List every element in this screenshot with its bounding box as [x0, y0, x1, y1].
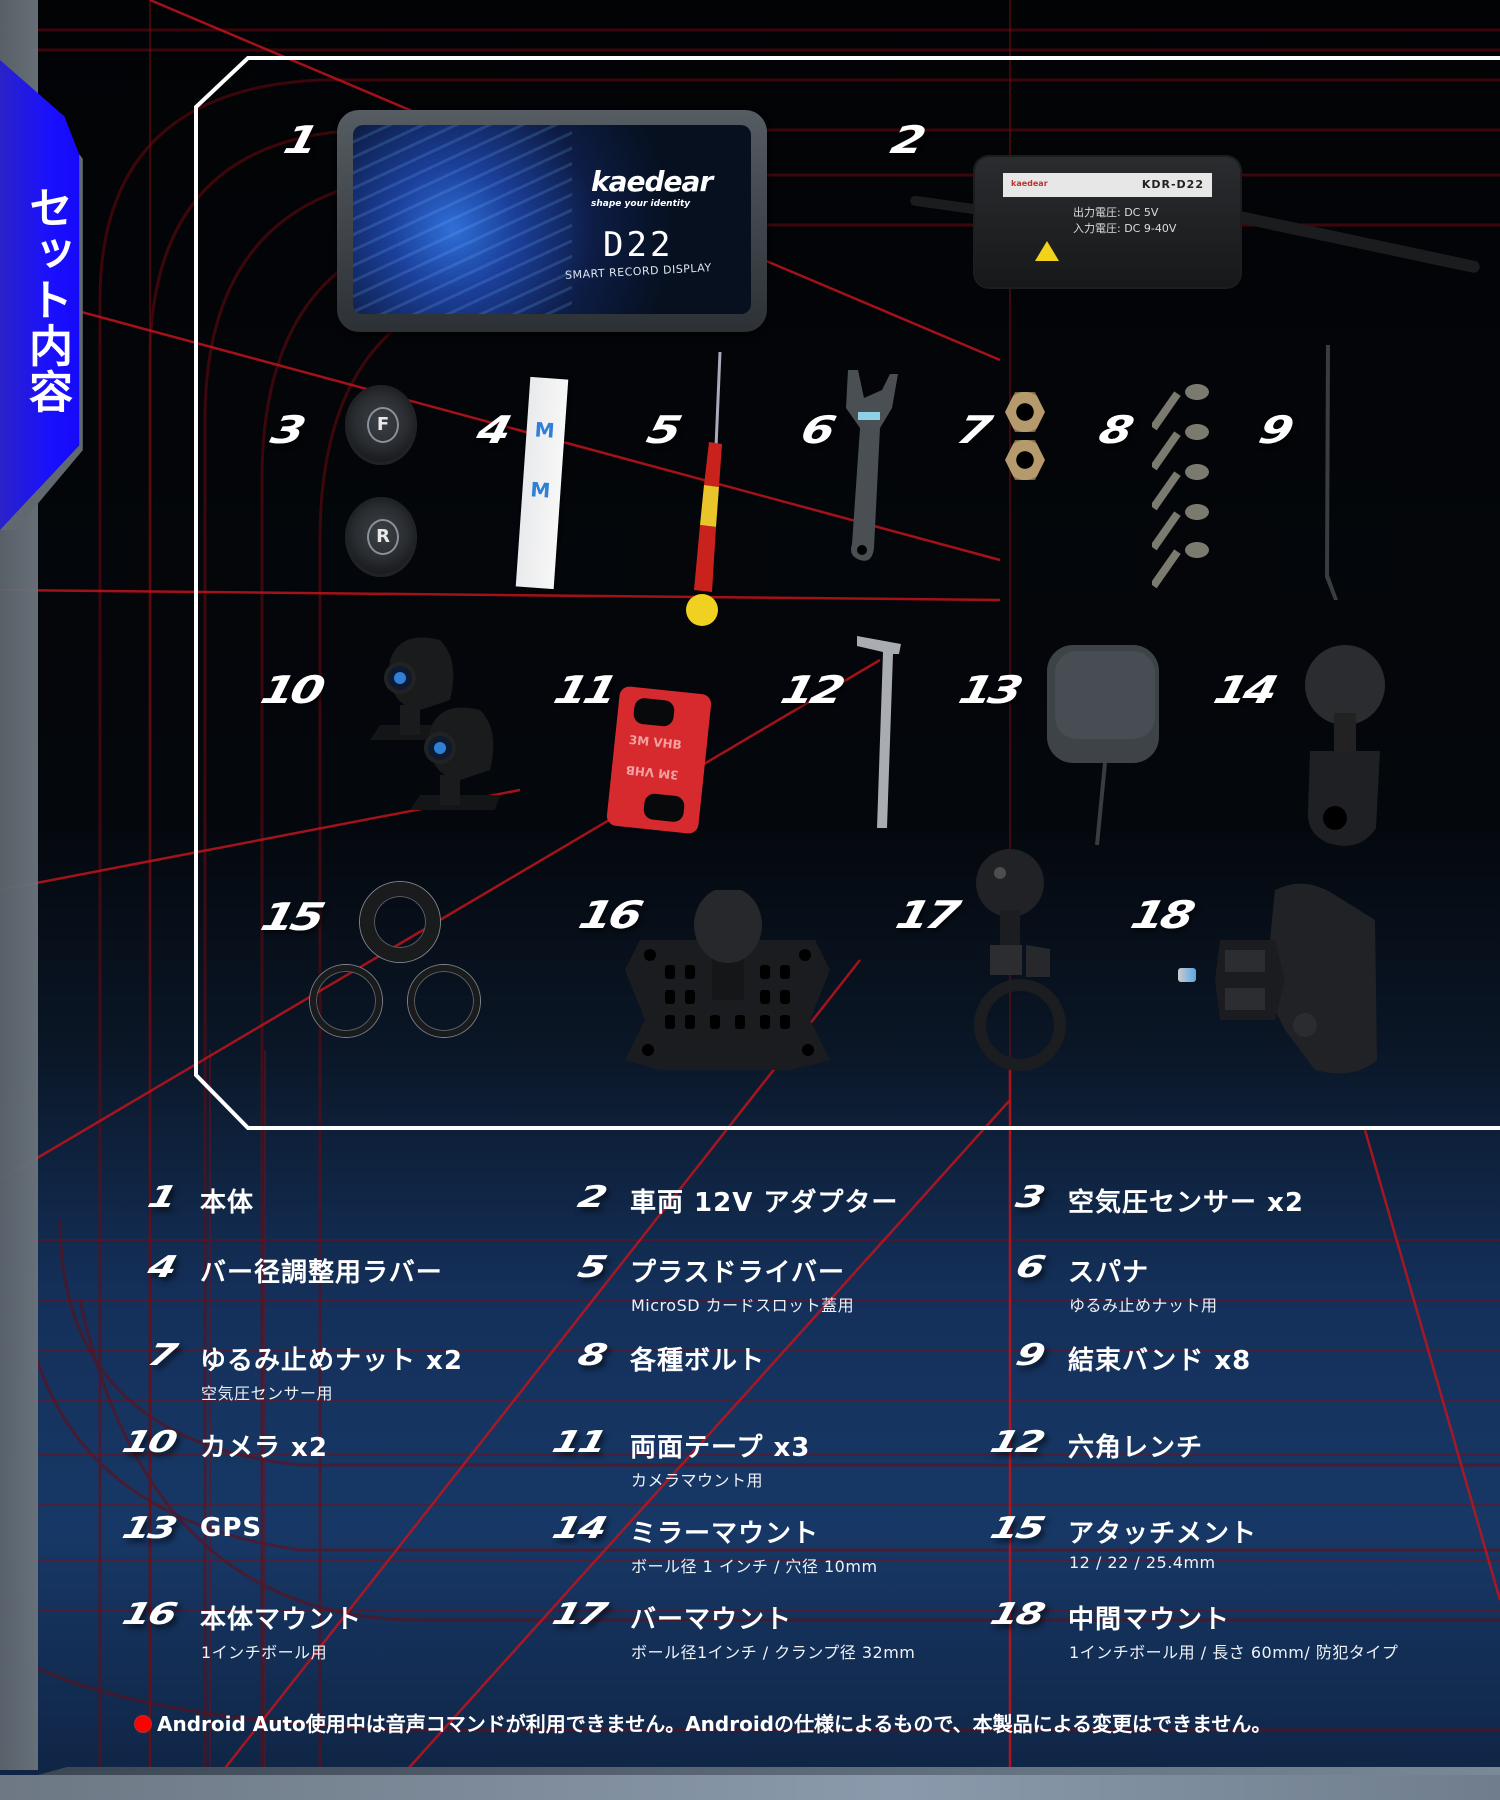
photo-number-18: 18 — [1126, 893, 1197, 937]
list-item: 13 GPS — [118, 1511, 263, 1546]
photo-number-15: 15 — [256, 895, 327, 939]
list-item: 9 結束バンド x8 — [1012, 1338, 1252, 1376]
list-item: 15 アタッチメント 12 / 22 / 25.4mm — [986, 1511, 1258, 1572]
list-item: 3 空気圧センサー x2 — [1012, 1180, 1304, 1218]
android-auto-note: Android Auto使用中は音声コマンドが利用できません。Androidの仕… — [135, 1708, 1271, 1737]
product-main-mount — [625, 890, 830, 1070]
warning-icon — [1035, 241, 1059, 261]
product-bar-mount — [974, 849, 1066, 1071]
product-12v-adapter: kaedear KDR-D22 出力電圧: DC 5V 入力電圧: DC 9-4… — [975, 157, 1240, 287]
product-screw — [1178, 968, 1196, 982]
list-item: 2 車両 12V アダプター — [574, 1180, 899, 1218]
section-tab: セット内容 — [0, 60, 92, 530]
list-item: 16 本体マウント 1インチボール用 — [118, 1597, 363, 1662]
product-pressure-sensor-front: F — [345, 385, 417, 465]
photo-number-14: 14 — [1209, 668, 1280, 712]
product-mirror-mount — [1305, 645, 1385, 846]
product-camera — [370, 637, 454, 740]
product-attachment-ring — [408, 965, 480, 1037]
list-item: 5 プラスドライバー MicroSD カードスロット蓋用 — [574, 1250, 855, 1315]
list-item: 17 バーマウント ボール径1インチ / クランプ径 32mm — [548, 1597, 916, 1662]
red-bullet-icon — [135, 1716, 151, 1732]
product-gps — [1047, 645, 1159, 845]
product-screwdriver — [686, 352, 722, 626]
list-item: 11 両面テープ x3 カメラマウント用 — [548, 1425, 811, 1490]
product-pressure-sensor-rear: R — [345, 497, 417, 577]
product-bolts — [1152, 384, 1209, 588]
product-display-unit: kaedear shape your identity D22 SMART RE… — [337, 110, 767, 332]
list-item: 12 六角レンチ — [986, 1425, 1204, 1463]
list-item: 14 ミラーマウント ボール径 1 インチ / 穴径 10mm — [548, 1511, 878, 1576]
product-middle-mount — [1215, 883, 1377, 1074]
product-photo-frame — [193, 55, 1500, 1133]
list-item: 18 中間マウント 1インチボール用 / 長さ 60mm/ 防犯タイプ — [986, 1597, 1399, 1662]
product-cable-tie — [1325, 345, 1338, 600]
photo-number-10: 10 — [256, 668, 327, 712]
section-tab-label: セット内容 — [21, 185, 72, 415]
product-camera — [410, 707, 500, 810]
list-item: 1 本体 — [144, 1180, 255, 1218]
photo-number-11: 11 — [549, 668, 620, 712]
list-item: 10 カメラ x2 — [118, 1425, 328, 1463]
list-item: 6 スパナ ゆるみ止めナット用 — [1012, 1250, 1218, 1315]
photo-number-17: 17 — [891, 893, 962, 937]
product-attachment-ring — [360, 882, 440, 962]
photo-number-13: 13 — [954, 668, 1025, 712]
photo-number-12: 12 — [776, 668, 847, 712]
product-double-sided-tape: 3M VHB 3M VHB — [605, 685, 713, 835]
product-wrench — [846, 370, 898, 561]
product-hex-wrench — [857, 636, 901, 828]
list-item: 4 バー径調整用ラバー — [144, 1250, 443, 1288]
list-item: 8 各種ボルト — [574, 1338, 766, 1376]
list-item: 7 ゆるみ止めナット x2 空気圧センサー用 — [144, 1338, 463, 1403]
brand-logo: kaedear — [591, 165, 713, 198]
bottom-bar — [0, 1775, 1500, 1800]
product-attachment-ring — [310, 965, 382, 1037]
